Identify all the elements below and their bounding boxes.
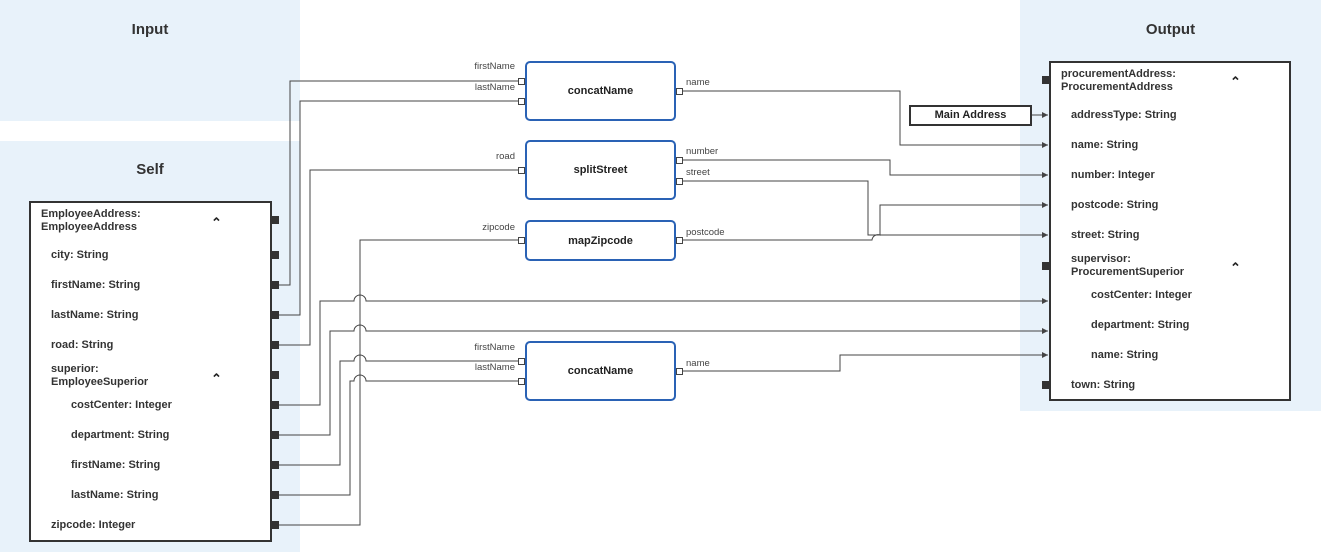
self-port-superior[interactable] <box>271 371 279 379</box>
self-port-city[interactable] <box>271 251 279 259</box>
wire-supfirst-concat2 <box>279 354 518 466</box>
wire-zip-postcode <box>683 204 1048 241</box>
split-out-street-port[interactable] <box>676 178 683 185</box>
concat2-in2-label: lastName <box>474 362 515 373</box>
self-schema-header: EmployeeAddress: EmployeeAddress <box>41 208 141 233</box>
supervisor-collapse-icon[interactable]: ⌃ <box>1230 260 1241 275</box>
arrow-out-addresstype <box>1042 112 1048 118</box>
concat1-in2-label: lastName <box>474 82 515 93</box>
function-splitstreet[interactable]: splitStreet <box>525 140 676 200</box>
self-port-costcenter[interactable] <box>271 401 279 409</box>
constant-main-address[interactable]: Main Address <box>909 105 1032 126</box>
concat2-out-name-port[interactable] <box>676 368 683 375</box>
input-panel-title: Input <box>131 21 169 38</box>
self-port-header[interactable] <box>271 216 279 224</box>
self-field-lastname: lastName: String <box>51 309 139 321</box>
output-panel-title: Output <box>1145 21 1196 38</box>
wire-concat1-name <box>683 90 1048 146</box>
self-field-firstname: firstName: String <box>51 279 141 291</box>
output-field-number: number: Integer <box>1071 169 1155 181</box>
concat2-in1-label: firstName <box>474 342 515 353</box>
wire-suplast-concat2 <box>279 374 518 496</box>
split-out2-label: street <box>686 167 710 178</box>
output-port-header[interactable] <box>1042 76 1050 84</box>
output-field-department: department: String <box>1091 319 1190 331</box>
self-schema-box <box>29 201 272 542</box>
wire-costcenter <box>279 294 1048 406</box>
output-collapse-icon[interactable]: ⌃ <box>1230 74 1241 89</box>
self-port-road[interactable] <box>271 341 279 349</box>
concat1-in-lastname-port[interactable] <box>518 98 525 105</box>
input-panel <box>0 0 300 121</box>
output-field-costcenter: costCenter: Integer <box>1091 289 1192 301</box>
zip-out-postcode-port[interactable] <box>676 237 683 244</box>
arrow-out-department <box>1042 328 1048 334</box>
concat1-in1-label: firstName <box>474 61 515 72</box>
arrow-out-number <box>1042 172 1048 178</box>
wire-firstname-concat1 <box>279 80 518 286</box>
output-schema-box <box>1049 61 1291 401</box>
function-concatname-2[interactable]: concatName <box>525 341 676 401</box>
self-port-department[interactable] <box>271 431 279 439</box>
self-field-sup-firstname: firstName: String <box>71 459 161 471</box>
concat1-out-name-port[interactable] <box>676 88 683 95</box>
output-port-supervisor[interactable] <box>1042 262 1050 270</box>
self-field-department: department: String <box>71 429 170 441</box>
wire-concat2-supname <box>683 354 1048 372</box>
zip-in-label: zipcode <box>482 222 515 233</box>
output-field-street: street: String <box>1071 229 1140 241</box>
self-collapse-icon[interactable]: ⌃ <box>211 215 222 230</box>
self-field-sup-lastname: lastName: String <box>71 489 159 501</box>
arrow-out-supname <box>1042 352 1048 358</box>
self-field-costcenter: costCenter: Integer <box>71 399 172 411</box>
self-port-zipcode[interactable] <box>271 521 279 529</box>
arrow-out-street <box>1042 232 1048 238</box>
output-field-sup-name: name: String <box>1091 349 1159 361</box>
wire-lastname-concat1 <box>279 100 518 316</box>
split-in-road-port[interactable] <box>518 167 525 174</box>
wire-department <box>279 324 1048 436</box>
function-mapzipcode[interactable]: mapZipcode <box>525 220 676 261</box>
output-port-town[interactable] <box>1042 381 1050 389</box>
zip-in-zipcode-port[interactable] <box>518 237 525 244</box>
self-port-firstname[interactable] <box>271 281 279 289</box>
arrow-out-costcenter <box>1042 298 1048 304</box>
split-in-label: road <box>495 151 515 162</box>
self-field-road: road: String <box>51 339 114 351</box>
split-out-number-port[interactable] <box>676 157 683 164</box>
wire-road-split <box>279 169 518 346</box>
output-schema-header: procurementAddress: ProcurementAddress <box>1061 68 1176 93</box>
self-field-city: city: String <box>51 249 109 261</box>
output-field-postcode: postcode: String <box>1071 199 1159 211</box>
concat2-in-firstname-port[interactable] <box>518 358 525 365</box>
wire-split-street <box>683 180 1048 236</box>
self-port-sup-lastname[interactable] <box>271 491 279 499</box>
output-field-addresstype: addressType: String <box>1071 109 1177 121</box>
self-field-zipcode: zipcode: Integer <box>51 519 136 531</box>
wire-split-number <box>683 159 1048 176</box>
self-field-superior: superior: EmployeeSuperior <box>51 363 149 388</box>
function-concatname-1[interactable]: concatName <box>525 61 676 121</box>
self-port-lastname[interactable] <box>271 311 279 319</box>
zip-out-label: postcode <box>686 227 725 238</box>
output-field-town: town: String <box>1071 379 1136 391</box>
wire-zipcode-zip <box>279 239 518 526</box>
concat1-out-label: name <box>686 77 710 88</box>
concat2-in-lastname-port[interactable] <box>518 378 525 385</box>
self-port-sup-firstname[interactable] <box>271 461 279 469</box>
superior-collapse-icon[interactable]: ⌃ <box>211 371 222 386</box>
concat2-out-label: name <box>686 358 710 369</box>
output-field-supervisor: supervisor: ProcurementSuperior <box>1071 253 1185 278</box>
concat1-in-firstname-port[interactable] <box>518 78 525 85</box>
split-out1-label: number <box>686 146 719 157</box>
output-field-name: name: String <box>1071 139 1139 151</box>
arrow-out-postcode <box>1042 202 1048 208</box>
self-panel-title: Self <box>136 161 164 178</box>
arrow-out-name <box>1042 142 1048 148</box>
